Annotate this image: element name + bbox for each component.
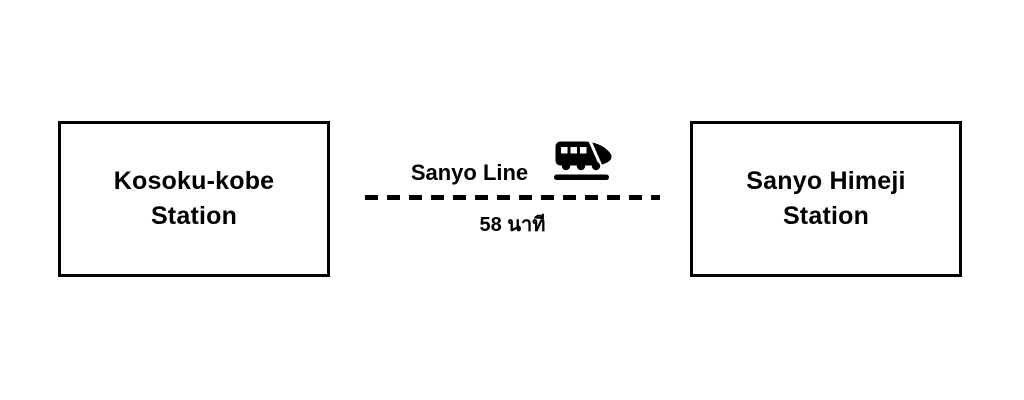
station-box-origin: Kosoku-kobe Station <box>58 121 330 277</box>
station-name-line: Sanyo Himeji <box>746 167 906 195</box>
duration-label: 58 นาที <box>479 214 546 236</box>
line-name-label: Sanyo Line <box>410 160 529 185</box>
station-box-destination: Sanyo Himeji Station <box>690 121 962 277</box>
station-name-line: Kosoku-kobe <box>113 167 275 195</box>
bullet-train-icon <box>554 140 614 182</box>
station-name-line: Station <box>782 202 870 230</box>
station-name-line: Station <box>150 202 238 230</box>
route-dashed-line <box>365 195 660 200</box>
station-name-origin: Kosoku-kobe Station <box>114 164 275 234</box>
connector-label-row: Sanyo Line <box>365 140 660 188</box>
station-name-destination: Sanyo Himeji Station <box>746 164 905 234</box>
